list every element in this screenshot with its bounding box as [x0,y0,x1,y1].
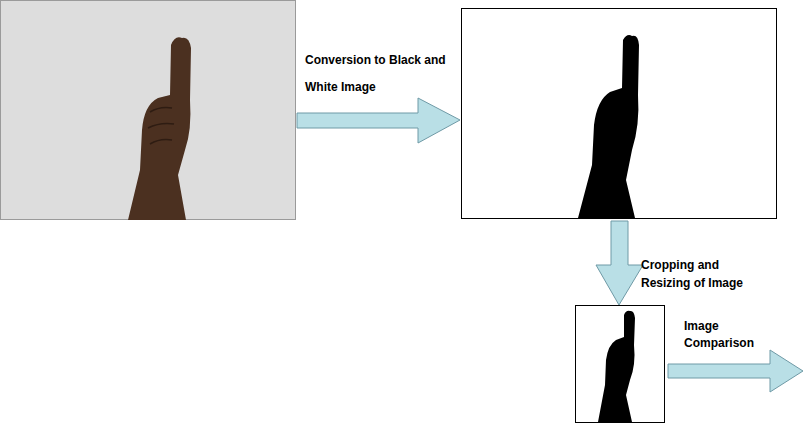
right-arrow [297,98,460,143]
hand-silhouette [578,35,639,218]
finger-creases [148,108,174,145]
down-arrow [596,221,643,305]
hand-silhouette-small [598,311,635,422]
hand-photo [128,37,191,220]
arrow-label: Image Comparison [684,318,764,352]
arrow-label: Cropping and Resizing of Image [641,256,756,292]
photo-frame [1,1,296,220]
right-arrow [668,350,803,392]
bw-image-frame [462,9,777,219]
arrow-label: Conversion to Black and White Image [305,47,455,101]
cropped-image-frame [576,306,665,423]
